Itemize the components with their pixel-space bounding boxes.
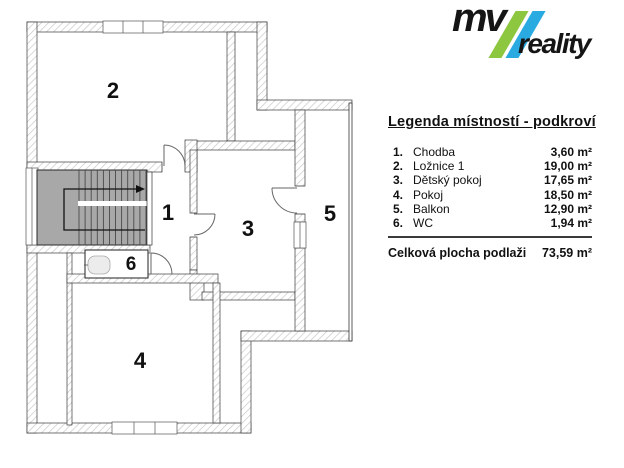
legend-row-6: 6. WC 1,94 m² xyxy=(388,216,592,230)
room-label-1: 1 xyxy=(162,200,174,225)
room-legend: Legenda místností - podkroví 1. Chodba 3… xyxy=(388,114,596,260)
legend-row-area: 18,50 m² xyxy=(543,187,592,202)
legend-row-area: 3,60 m² xyxy=(550,145,592,159)
legend-rows: 1. Chodba 3,60 m² 2. Ložnice 1 19,00 m² … xyxy=(388,145,592,230)
legend-row-area: 12,90 m² xyxy=(543,201,592,216)
room-label-2: 2 xyxy=(107,78,119,103)
floorplan-drawing: 1 2 3 4 5 6 xyxy=(25,20,353,435)
door-corridor-to-room3 xyxy=(193,213,216,236)
legend-row-name: Chodba xyxy=(413,145,456,159)
legend-row-4: 4. Pokoj 18,50 m² xyxy=(388,188,592,202)
legend-title: Legenda místností - podkroví xyxy=(388,114,596,130)
window-top xyxy=(102,20,164,34)
door-room3-to-balcony xyxy=(271,187,298,214)
legend-total-label: Celková plocha podlaži xyxy=(388,246,527,261)
legend-row-name: Balkon xyxy=(413,201,450,216)
door-wc xyxy=(150,252,173,275)
legend-total-area: 73,59 m² xyxy=(541,246,592,261)
stair-direction-arrow xyxy=(63,188,145,231)
legend-row-3: 3. Dětský pokoj 17,65 m² xyxy=(388,173,592,187)
legend-row-number: 1. xyxy=(392,145,403,159)
window-bottom xyxy=(111,421,178,435)
legend-total-row: Celková plocha podlaži 73,59 m² xyxy=(388,246,592,260)
legend-row-number: 6. xyxy=(392,215,403,230)
corridor-partition xyxy=(146,171,153,246)
legend-row-2: 2. Ložnice 1 19,00 m² xyxy=(388,159,592,173)
legend-row-area: 17,65 m² xyxy=(543,173,592,188)
doors xyxy=(150,144,298,275)
legend-row-5: 5. Balkon 12,90 m² xyxy=(388,202,592,216)
legend-row-1: 1. Chodba 3,60 m² xyxy=(388,145,592,159)
wc-cabin xyxy=(84,249,149,279)
legend-row-area: 19,00 m² xyxy=(543,159,592,174)
windows xyxy=(25,20,307,435)
room-label-3: 3 xyxy=(242,216,254,241)
logo-reality-text: reality xyxy=(518,28,592,59)
legend-row-name: WC xyxy=(413,215,433,230)
toilet-fixture xyxy=(87,255,111,275)
legend-row-number: 4. xyxy=(392,187,403,202)
legend-row-number: 5. xyxy=(392,201,403,216)
legend-row-area: 1,94 m² xyxy=(550,215,592,230)
logo-mv-text: mv xyxy=(452,0,507,40)
legend-row-number: 2. xyxy=(392,159,403,174)
staircase xyxy=(36,169,148,246)
room-label-6: 6 xyxy=(126,254,137,275)
legend-row-number: 3. xyxy=(392,173,403,188)
legend-row-name: Dětský pokoj xyxy=(413,173,482,188)
legend-divider xyxy=(388,236,592,239)
mv-reality-logo: mv reality xyxy=(452,0,617,64)
balcony-railing xyxy=(348,102,353,342)
legend-row-name: Ložnice 1 xyxy=(413,159,465,174)
room-label-4: 4 xyxy=(134,348,147,373)
opening-jambs xyxy=(161,162,305,238)
legend-row-name: Pokoj xyxy=(413,187,444,202)
room-label-5: 5 xyxy=(324,201,336,226)
